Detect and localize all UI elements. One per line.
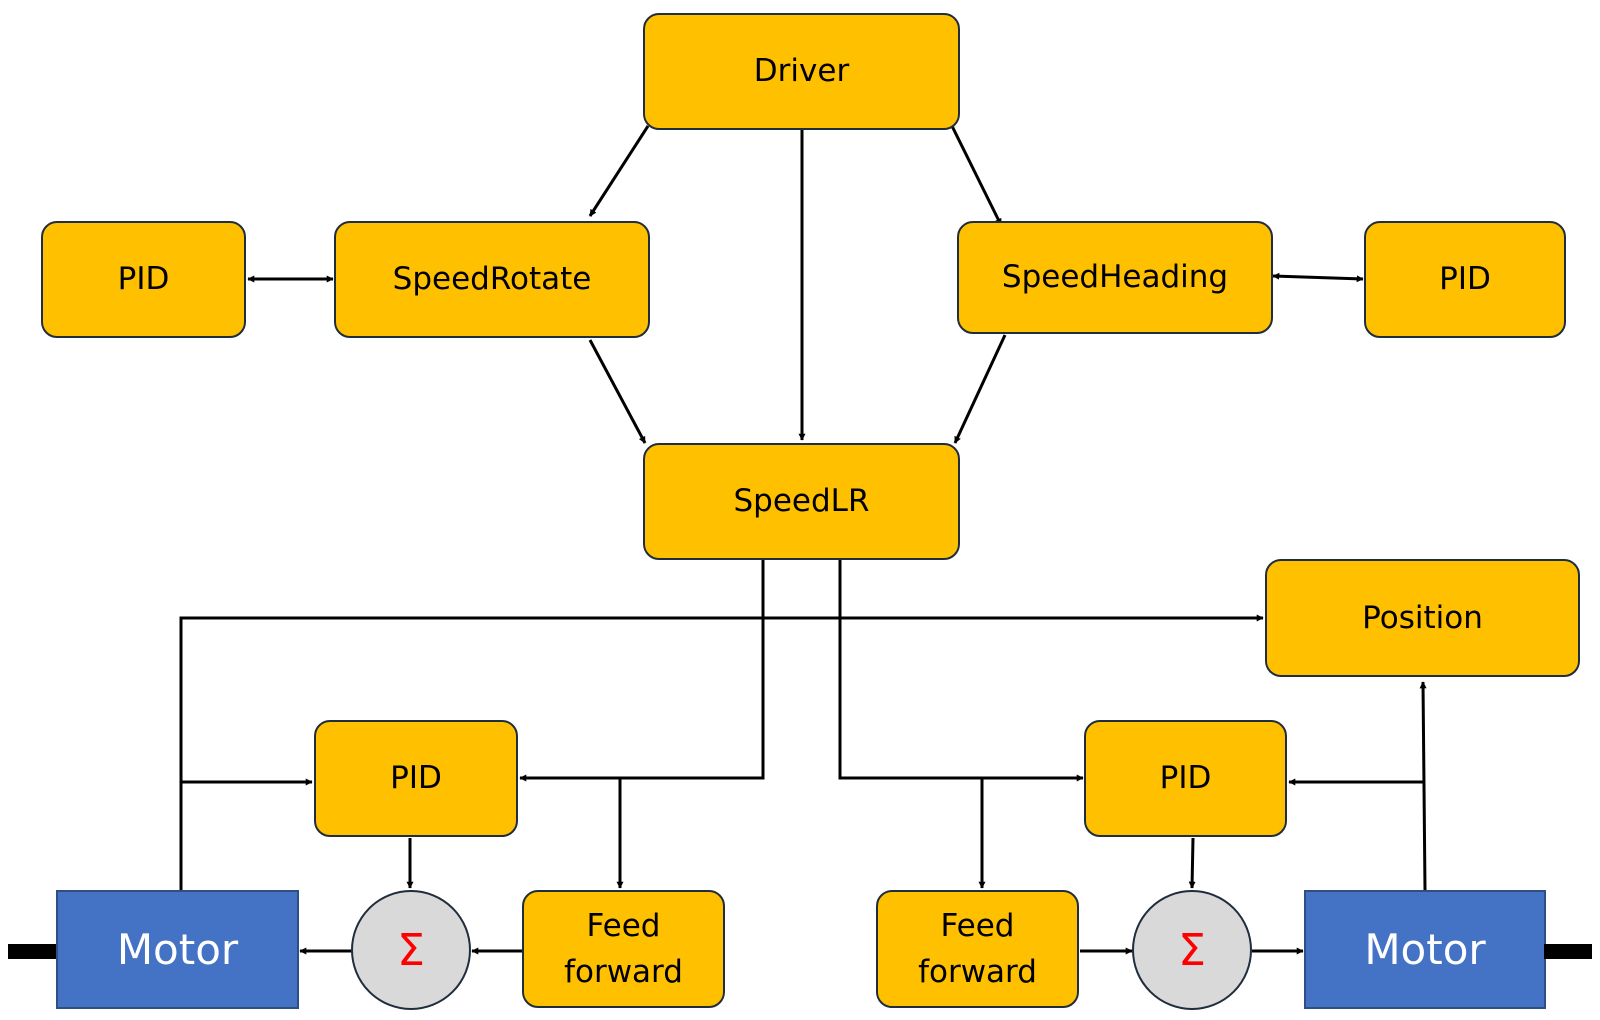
pid-label: PID	[117, 261, 170, 298]
arrow-driver-to-speedheading	[950, 125, 1003, 226]
arrow-right-pid-to-sum	[1188, 837, 1196, 889]
feedforward-block-left: Feed forward	[522, 890, 725, 1008]
motor-label: Motor	[116, 925, 239, 974]
arrow-speedheading-to-speedlr	[953, 334, 1007, 444]
speedrotate-block: SpeedRotate	[334, 221, 650, 338]
feedforward-label: Feed forward	[564, 907, 683, 991]
wire-left-motor-to-position	[179, 614, 1264, 890]
summing-junction-right: Σ	[1132, 890, 1252, 1010]
wire-speedlr-to-left-pid	[519, 560, 765, 782]
motor-block-right: Motor	[1304, 890, 1546, 1009]
wire-speedlr-to-right-pid	[838, 560, 1084, 782]
pid-block-right-top: PID	[1364, 221, 1566, 338]
motor-label: Motor	[1364, 925, 1486, 974]
arrow-speedheading-pid	[1272, 272, 1364, 283]
pid-block-right-bottom: PID	[1084, 720, 1287, 837]
arrow-speedrotate-to-speedlr	[588, 339, 647, 444]
summing-junction-left: Σ	[351, 890, 471, 1010]
pid-block-left-top: PID	[41, 221, 246, 338]
speedheading-label: SpeedHeading	[1001, 259, 1229, 296]
speedlr-block: SpeedLR	[643, 443, 960, 560]
speedheading-block: SpeedHeading	[957, 221, 1273, 334]
arrow-driver-to-speedrotate	[588, 125, 650, 217]
position-label: Position	[1362, 599, 1483, 636]
motor-shaft-left	[8, 944, 58, 959]
sigma-icon: Σ	[1178, 924, 1206, 976]
position-block: Position	[1265, 559, 1580, 677]
feedforward-block-right: Feed forward	[876, 890, 1079, 1008]
pid-label: PID	[390, 760, 442, 797]
sigma-icon: Σ	[397, 924, 425, 976]
pid-label: PID	[1159, 760, 1212, 797]
speedlr-label: SpeedLR	[733, 483, 870, 520]
motor-shaft-right	[1544, 944, 1592, 959]
driver-label: Driver	[753, 53, 850, 90]
feedforward-label: Feed forward	[918, 907, 1037, 991]
pid-block-left-bottom: PID	[314, 720, 518, 837]
motor-block-left: Motor	[56, 890, 299, 1009]
arrow-right-motor-to-position	[1419, 681, 1427, 891]
pid-label: PID	[1439, 261, 1491, 298]
driver-block: Driver	[643, 13, 960, 130]
speedrotate-label: SpeedRotate	[392, 261, 592, 298]
